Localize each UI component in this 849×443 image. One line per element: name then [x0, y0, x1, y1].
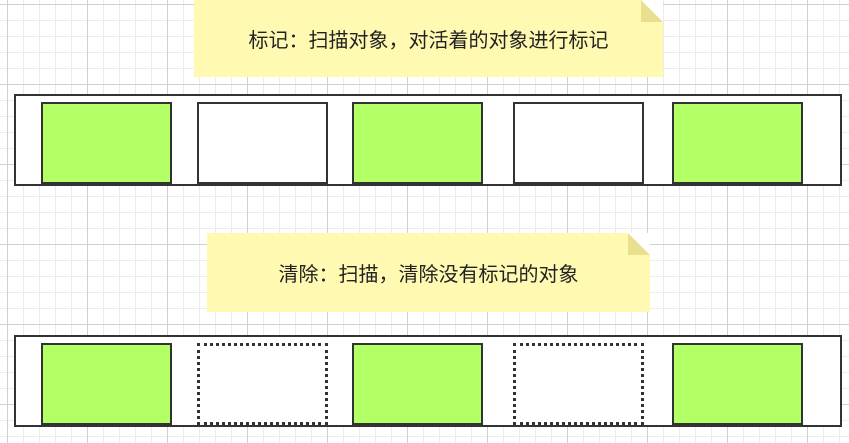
mark-phase-label: 标记：扫描对象，对活着的对象进行标记 — [248, 28, 609, 52]
heap-object-freed-slot — [197, 343, 328, 425]
heap-sweep-phase — [14, 335, 842, 427]
heap-mark-phase — [14, 94, 842, 186]
sweep-phase-label: 清除：扫描，清除没有标记的对象 — [278, 262, 579, 286]
heap-object-marked-live — [41, 102, 172, 184]
note-fold-corner — [628, 233, 650, 255]
heap-object-freed-slot — [513, 343, 644, 425]
heap-object-live — [352, 343, 483, 425]
heap-object-marked-live — [672, 102, 803, 184]
heap-object-live — [41, 343, 172, 425]
heap-object-live — [672, 343, 803, 425]
note-fold-corner — [641, 0, 663, 22]
heap-object-unmarked — [197, 102, 328, 184]
mark-phase-note: 标记：扫描对象，对活着的对象进行标记 — [194, 0, 663, 77]
heap-object-unmarked — [513, 102, 644, 184]
heap-object-marked-live — [352, 102, 483, 184]
sweep-phase-note: 清除：扫描，清除没有标记的对象 — [207, 233, 650, 312]
